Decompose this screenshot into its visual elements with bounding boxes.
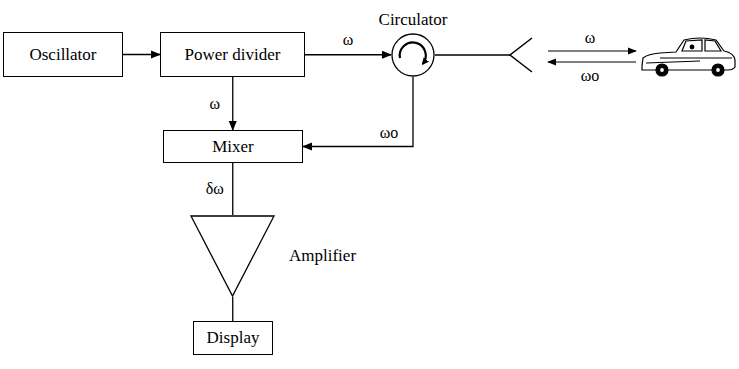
signal-label: ω bbox=[342, 31, 355, 49]
signal-connector bbox=[232, 297, 233, 321]
mixer-box: Mixer bbox=[163, 130, 303, 163]
amplifier-triangle bbox=[190, 215, 275, 297]
amplifier-symbol: Amplifier bbox=[190, 215, 275, 297]
node-label: Oscillator bbox=[29, 45, 96, 65]
transmit-arrow bbox=[548, 50, 636, 51]
signal-connector bbox=[232, 77, 233, 130]
node-label: Display bbox=[207, 328, 260, 348]
power-divider-box: Power divider bbox=[160, 32, 305, 77]
display-box: Display bbox=[193, 321, 273, 355]
car-illustration bbox=[642, 38, 735, 76]
signal-label: δω bbox=[205, 180, 225, 198]
signal-connector bbox=[303, 77, 413, 147]
node-label: Power divider bbox=[185, 45, 281, 65]
circulation-arrow bbox=[400, 43, 426, 64]
node-label: Amplifier bbox=[289, 246, 356, 266]
antenna-symbol bbox=[510, 38, 532, 72]
node-label: Circulator bbox=[379, 10, 448, 30]
signal-connector bbox=[123, 54, 160, 55]
receive-arrow bbox=[548, 61, 636, 62]
signal-label: ω bbox=[208, 95, 221, 113]
circulator-symbol: Circulator bbox=[391, 33, 435, 77]
transmit-frequency: ω bbox=[584, 29, 597, 47]
antenna-feed bbox=[435, 54, 510, 55]
signal-label: ωo bbox=[379, 124, 400, 142]
signal-connector bbox=[232, 163, 233, 215]
node-label: Mixer bbox=[212, 137, 254, 157]
oscillator-box: Oscillator bbox=[3, 32, 123, 77]
return-frequency: ωo bbox=[580, 67, 601, 85]
signal-connector bbox=[305, 54, 391, 55]
circulator-outline bbox=[391, 33, 435, 77]
